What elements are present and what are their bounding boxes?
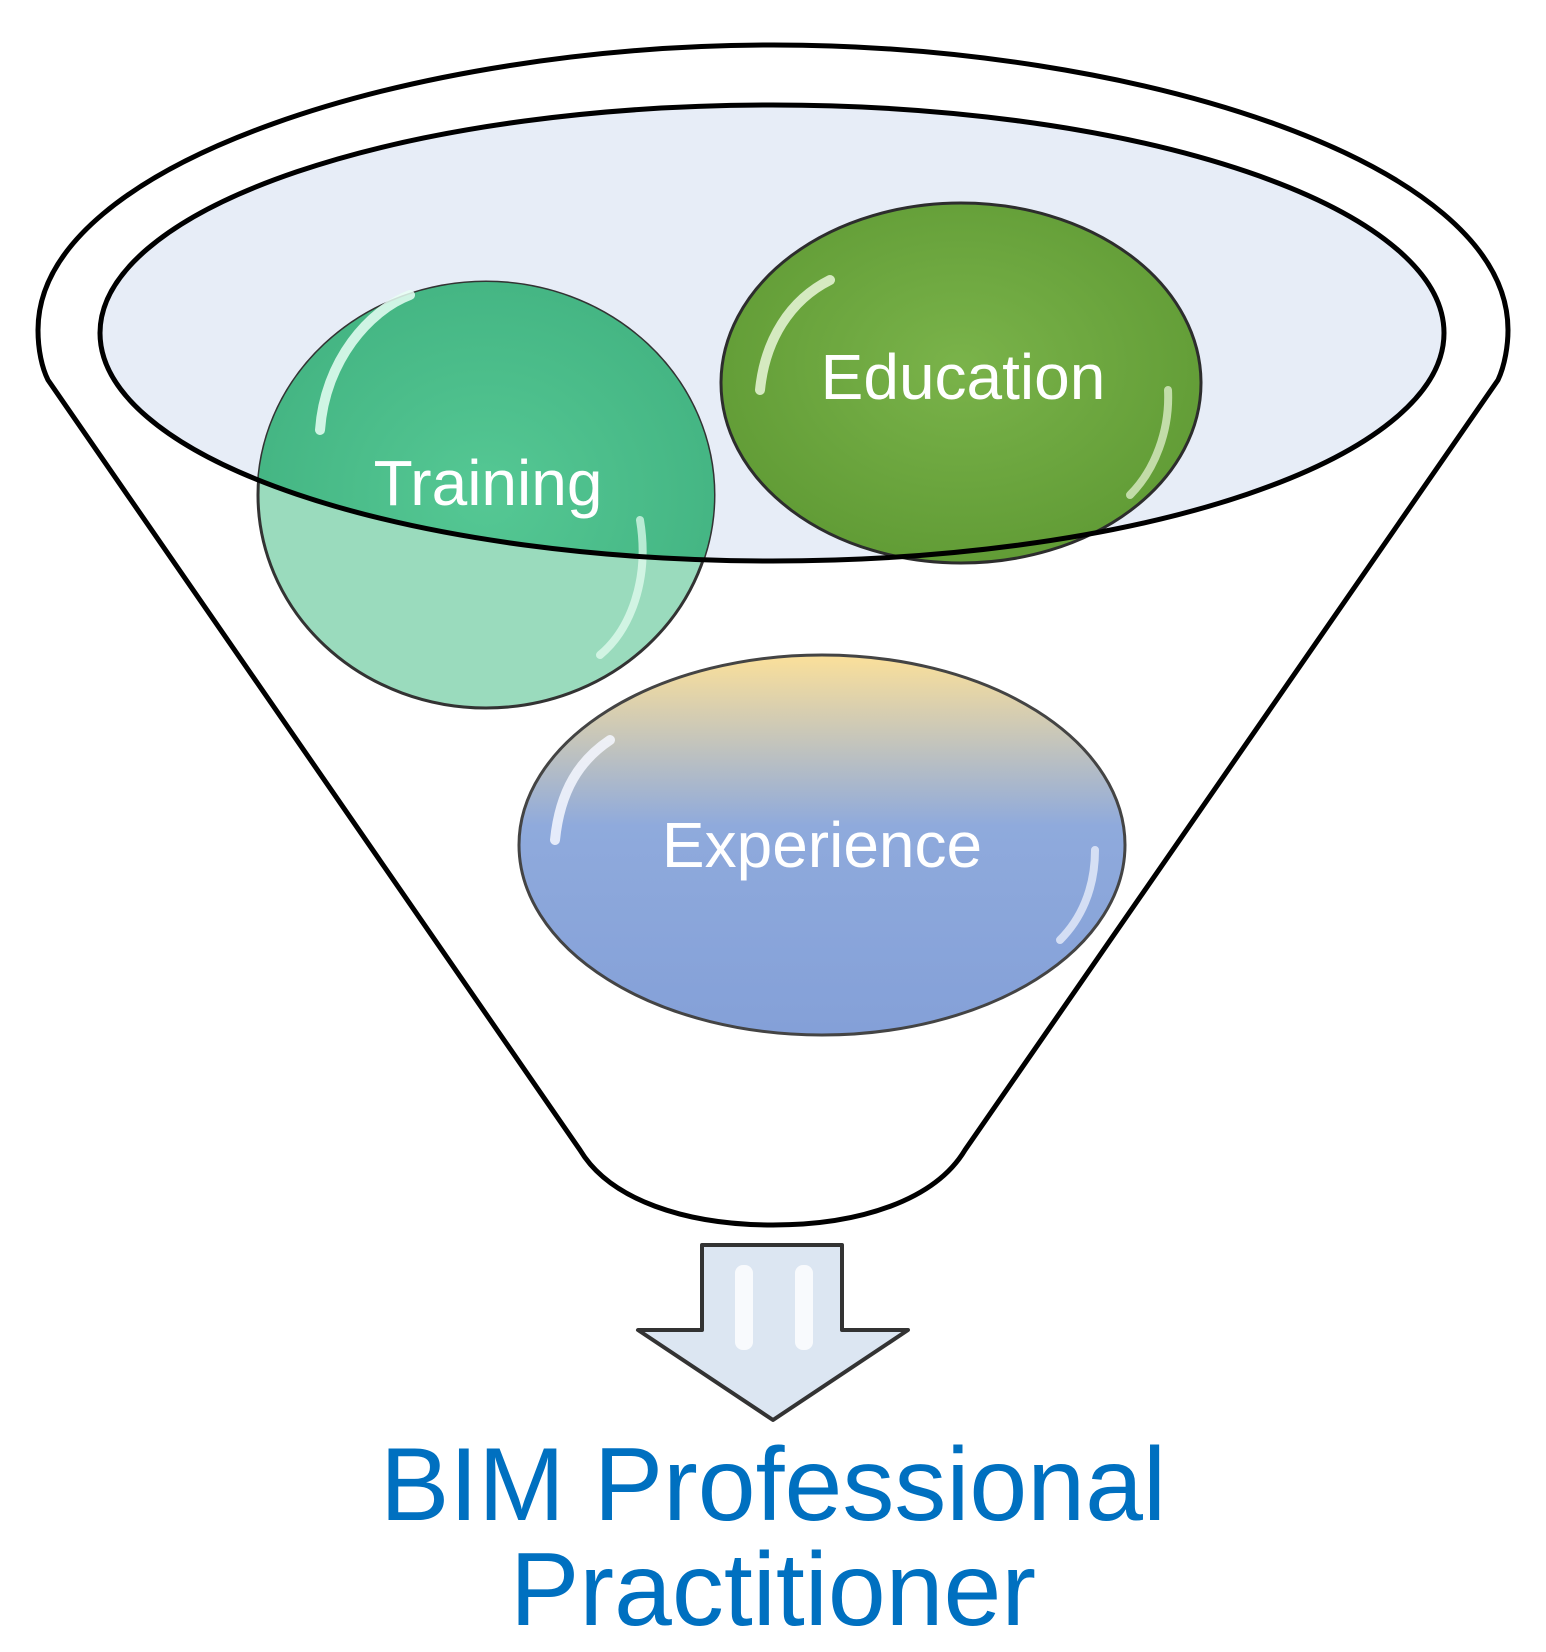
experience-label: Experience xyxy=(662,809,982,881)
training-label: Training xyxy=(374,447,603,519)
experience-bubble: Experience xyxy=(517,653,1127,1037)
result-title-line2: Practitioner xyxy=(510,1532,1036,1648)
education-bubble: Education xyxy=(719,201,1203,565)
result-title-line1: BIM Professional xyxy=(380,1427,1166,1543)
education-label: Education xyxy=(821,341,1106,413)
funnel-rim-outline xyxy=(97,102,1447,564)
training-bubble: Training xyxy=(256,280,716,710)
down-arrow-icon xyxy=(636,1243,910,1422)
